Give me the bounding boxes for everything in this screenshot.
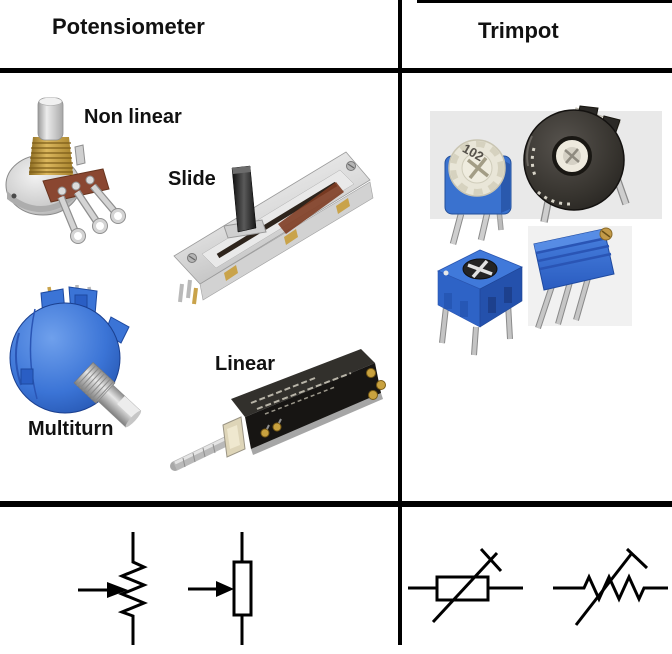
linear-potentiometer-photo [170, 349, 386, 471]
label-linear: Linear [215, 353, 276, 375]
potentiometer-box-symbol [188, 532, 253, 645]
blue-cube-trimpot-photo [437, 249, 523, 356]
top-border-segment [417, 0, 672, 3]
blue-round-trimpot-photo: 102 [444, 139, 512, 245]
label-non-linear: Non linear [84, 106, 182, 128]
black-round-trimpot-photo [523, 105, 630, 223]
label-slide: Slide [168, 168, 216, 190]
trimpot-zigzag-symbol [553, 547, 668, 626]
symbols-divider-line [0, 501, 672, 507]
column-divider-line [398, 0, 402, 645]
trimpot-box-symbol [408, 547, 523, 624]
slide-potentiometer-photo [173, 151, 374, 305]
multiturn-potentiometer-photo [9, 285, 142, 428]
potentiometer-zigzag-symbol [78, 532, 148, 645]
column-title-potentiometer: Potensiometer [52, 14, 205, 39]
rotary-potentiometer-photo [5, 97, 126, 244]
blue-multiturn-trimpot-photo [533, 227, 615, 329]
label-multiturn: Multiturn [28, 418, 114, 440]
header-divider-line [0, 68, 672, 73]
column-title-trimpot: Trimpot [478, 18, 559, 43]
